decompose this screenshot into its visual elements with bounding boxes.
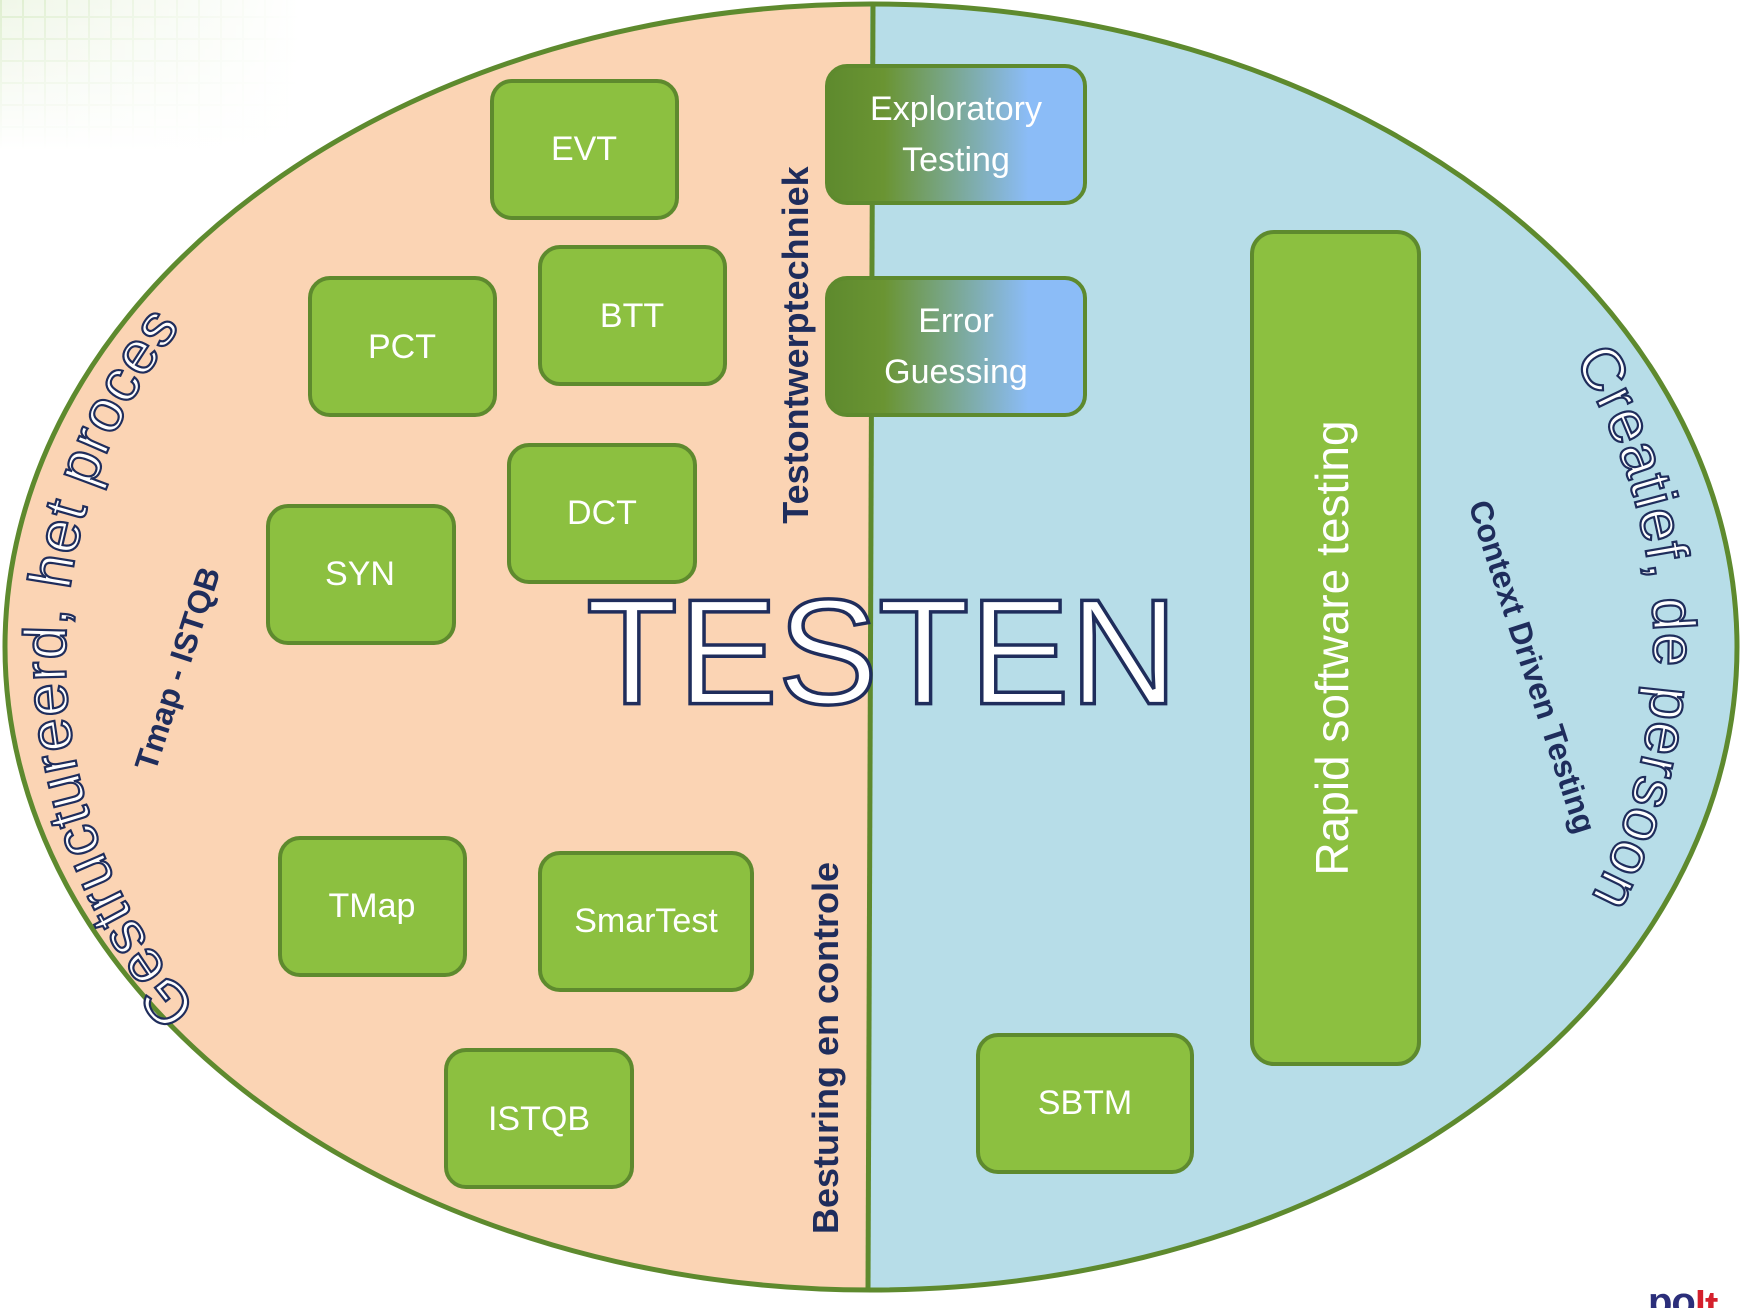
box-exploratory-line1: Exploratory [870, 90, 1042, 128]
box-pct-label: PCT [368, 328, 436, 366]
main-title: TESTEN [586, 568, 1178, 736]
box-istqb: ISTQB [444, 1048, 634, 1189]
axis-top-label: Testontwerptechniek [775, 165, 816, 523]
box-dct-label: DCT [567, 494, 637, 532]
box-error-line2: Guessing [884, 353, 1028, 391]
box-rapid-label: Rapid software testing [1306, 420, 1358, 875]
box-tmap: TMap [278, 836, 467, 977]
box-smartest-label: SmarTest [574, 902, 718, 940]
logo-text: polt [1648, 1290, 1718, 1308]
box-syn-label: SYN [325, 555, 395, 593]
polteq-logo: polt [1648, 1290, 1743, 1308]
box-sbtm: SBTM [976, 1033, 1194, 1174]
box-error-line1: Error [918, 302, 994, 340]
box-tmap-label: TMap [329, 887, 416, 925]
box-exploratory-line2: Testing [902, 141, 1010, 179]
box-pct: PCT [308, 276, 497, 417]
box-error-guessing: Error Guessing [825, 276, 1087, 417]
corner-decoration [0, 0, 300, 150]
box-evt-label: EVT [551, 130, 617, 168]
box-btt-label: BTT [600, 297, 664, 335]
box-btt: BTT [538, 245, 727, 386]
divider-line [865, 3, 876, 1291]
box-istqb-label: ISTQB [488, 1100, 590, 1138]
box-smartest: SmarTest [538, 851, 754, 992]
box-exploratory-testing: Exploratory Testing [825, 64, 1087, 205]
box-evt: EVT [490, 79, 679, 220]
box-rapid-software-testing: Rapid software testing [1250, 230, 1421, 1066]
box-dct: DCT [507, 443, 697, 584]
logo-text-a: po [1648, 1290, 1696, 1308]
logo-text-b: lt [1695, 1290, 1718, 1308]
box-sbtm-label: SBTM [1038, 1084, 1132, 1122]
box-syn: SYN [266, 504, 456, 645]
axis-bottom-label: Besturing en controle [805, 862, 846, 1234]
